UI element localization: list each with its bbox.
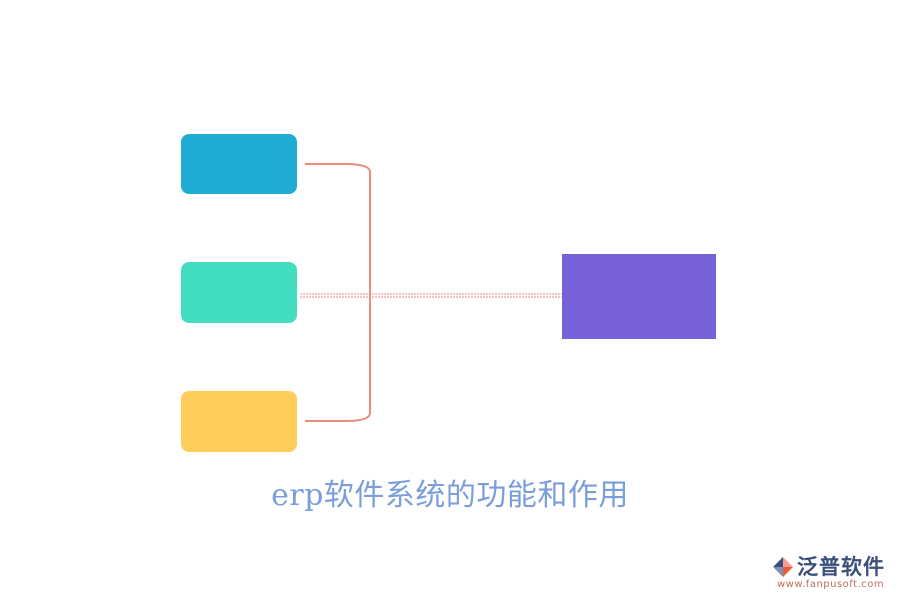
brand-logo-icon: [773, 557, 793, 577]
diagram-title: erp软件系统的功能和作用: [271, 478, 629, 513]
node-middle: [181, 262, 297, 323]
node-top: [181, 134, 297, 194]
brand-logo: 泛普软件 www.fanpusoft.com: [770, 550, 895, 595]
bracket-connector: [305, 163, 371, 422]
brand-logo-name: 泛普软件: [797, 555, 885, 579]
node-target: [562, 254, 716, 339]
node-bottom: [181, 391, 297, 452]
brand-logo-url: www.fanpusoft.com: [777, 579, 885, 590]
